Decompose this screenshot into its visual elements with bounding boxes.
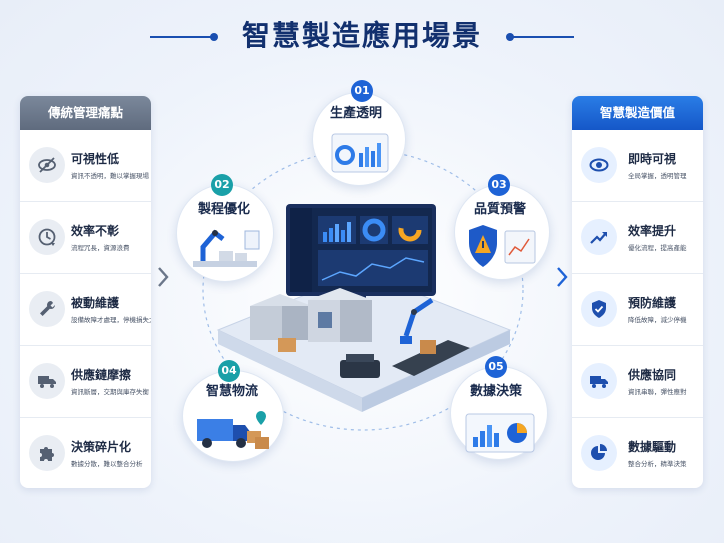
value-panel: 智慧製造價值 即時可視 全局掌握，透明管理 效率提升 優化流程，提高產能 預防維… xyxy=(572,96,703,488)
value-desc: 降低故障，減少停機 xyxy=(628,316,687,324)
value-desc: 資訊串聯，彈性應對 xyxy=(628,388,687,396)
title-line-right xyxy=(512,36,574,38)
value-item: 供應協同 資訊串聯，彈性應對 xyxy=(572,346,703,418)
robot-arm-icon xyxy=(193,229,260,267)
pain-point-title: 被動維護 xyxy=(71,296,120,310)
value-item: 數據驅動 整合分析，精準決策 xyxy=(572,418,703,488)
title-dot-right xyxy=(506,33,514,41)
scenario-number: 04 xyxy=(218,360,240,382)
scenario-node-01 xyxy=(312,92,406,186)
pain-point-item: 決策碎片化 數據分散，難以整合分析 xyxy=(20,418,151,488)
pain-point-desc: 資訊斷層，交期與庫存失衡 xyxy=(71,388,149,396)
pain-point-title: 決策碎片化 xyxy=(71,440,132,454)
dashboard-icon xyxy=(331,133,389,173)
scenario-node-05 xyxy=(450,366,548,460)
warning-shield-icon xyxy=(469,225,536,267)
pain-points-panel: 傳統管理痛點 可視性低 資訊不透明，難以掌握現場 效率不彰 流程冗長，資源浪費 … xyxy=(20,96,151,488)
pain-point-item: 供應鏈摩擦 資訊斷層，交期與庫存失衡 xyxy=(20,346,151,418)
value-title: 預防維護 xyxy=(628,296,677,310)
page-title: 智慧製造應用場景 xyxy=(241,19,482,52)
pain-point-item: 被動維護 設備故障才處理，停機損失大 xyxy=(20,274,151,346)
chevron-right-icon xyxy=(557,267,568,287)
shield-check-icon xyxy=(581,291,617,327)
scenario-node-02 xyxy=(176,184,274,282)
scenario-number: 01 xyxy=(351,80,373,102)
pain-point-desc: 設備故障才處理，停機損失大 xyxy=(71,316,151,324)
value-title: 效率提升 xyxy=(628,224,677,238)
scenario-label: 製程優化 xyxy=(198,202,251,217)
eye-icon xyxy=(581,147,617,183)
scenario-label: 生產透明 xyxy=(330,106,383,121)
value-desc: 全局掌握，透明管理 xyxy=(628,172,687,180)
scenario-label: 智慧物流 xyxy=(206,384,259,399)
eye-slash-icon xyxy=(29,147,65,183)
pain-point-desc: 數據分散，難以整合分析 xyxy=(71,460,143,468)
value-item: 效率提升 優化流程，提高產能 xyxy=(572,202,703,274)
delivery-truck-icon xyxy=(197,411,269,449)
pain-point-item: 效率不彰 流程冗長，資源浪費 xyxy=(20,202,151,274)
chevron-right-icon xyxy=(158,267,169,287)
analytics-chart-icon xyxy=(465,413,535,453)
pain-point-desc: 流程冗長，資源浪費 xyxy=(71,244,130,252)
value-item: 預防維護 降低故障，減少停機 xyxy=(572,274,703,346)
scenario-number: 03 xyxy=(488,174,510,196)
value-item: 即時可視 全局掌握，透明管理 xyxy=(572,130,703,202)
value-desc: 優化流程，提高產能 xyxy=(628,244,687,252)
wrench-icon xyxy=(29,291,65,327)
truck-icon xyxy=(581,363,617,399)
pain-point-title: 可視性低 xyxy=(71,152,120,166)
pain-point-item: 可視性低 資訊不透明，難以掌握現場 xyxy=(20,130,151,202)
pie-chart-icon xyxy=(581,435,617,471)
scenario-node-03 xyxy=(454,184,550,280)
pain-points-header: 傳統管理痛點 xyxy=(20,96,151,130)
title-line-left xyxy=(150,36,212,38)
scenario-number: 05 xyxy=(485,356,507,378)
trend-up-icon xyxy=(581,219,617,255)
puzzle-icon xyxy=(29,435,65,471)
title-dot-left xyxy=(210,33,218,41)
scenario-number: 02 xyxy=(211,174,233,196)
scenario-node-04 xyxy=(182,370,284,462)
value-header: 智慧製造價值 xyxy=(572,96,703,130)
value-desc: 整合分析，精準決策 xyxy=(628,460,687,468)
value-title: 供應協同 xyxy=(628,368,677,382)
pain-point-desc: 資訊不透明，難以掌握現場 xyxy=(71,172,149,180)
pain-point-title: 供應鏈摩擦 xyxy=(71,368,132,382)
pain-point-title: 效率不彰 xyxy=(71,224,120,238)
page-title-wrap: 智慧製造應用場景 xyxy=(0,14,724,58)
scenario-label: 品質預警 xyxy=(474,202,527,217)
truck-icon xyxy=(29,363,65,399)
scenario-label: 數據決策 xyxy=(470,384,523,399)
value-title: 即時可視 xyxy=(628,152,677,166)
value-title: 數據驅動 xyxy=(628,440,677,454)
clock-icon xyxy=(29,219,65,255)
